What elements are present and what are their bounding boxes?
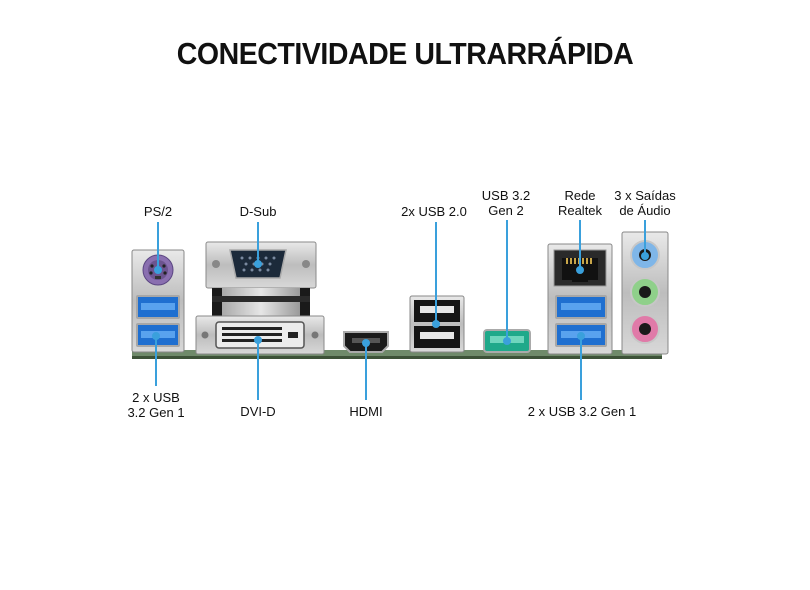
label-usb20: 2x USB 2.0 <box>401 204 467 219</box>
label-hdmi: HDMI <box>349 404 383 419</box>
dsub-port <box>205 241 317 318</box>
label-dvid: DVI-D <box>240 404 276 419</box>
leader-lines <box>152 220 649 400</box>
audio-stack <box>621 231 669 355</box>
label-usb32gen1-right: 2 x USB 3.2 Gen 1 <box>527 404 637 419</box>
page-title: CONECTIVIDADE ULTRARRÁPIDA <box>176 36 634 71</box>
label-dsub: D-Sub <box>239 204 277 219</box>
dvid-port <box>195 315 325 355</box>
label-ps2: PS/2 <box>143 204 173 219</box>
pcb-strip <box>132 350 662 358</box>
